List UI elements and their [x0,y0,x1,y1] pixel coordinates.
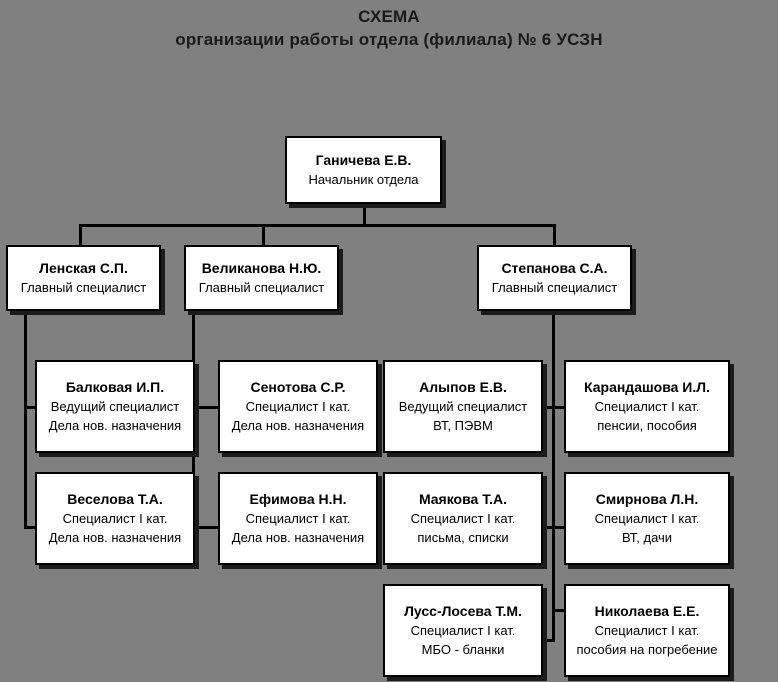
node-alypov[interactable]: Алыпов Е.В. Ведущий специалист ВТ, ПЭВМ [383,360,543,453]
node-velikanova[interactable]: Великанова Н.Ю. Главный специалист [184,245,339,311]
node-name: Великанова Н.Ю. [201,260,322,276]
connector-stub-mayakova [542,526,555,529]
node-lenskaya[interactable]: Ленская С.П. Главный специалист [6,245,161,311]
node-role: Специалист I кат. [62,511,168,526]
connector-stub-luss-loseva [542,639,555,642]
node-name: Смирнова Л.Н. [595,491,699,507]
connector-stub-veselova [24,526,36,529]
chart-title: СХЕМА организации работы отдела (филиала… [0,6,778,52]
node-role: Специалист I кат. [410,511,516,526]
node-veselova[interactable]: Веселова Т.А. Специалист I кат. Дела нов… [35,472,195,565]
connector-drop-velikanova [262,224,265,246]
node-name: Карандашова И.Л. [584,379,710,395]
node-role: Ведущий специалист [50,399,180,414]
node-role: Начальник отдела [308,172,419,187]
node-role: Специалист I кат. [410,623,516,638]
connector-stub-efimova [192,526,219,529]
connector-spine-lenskaya [24,312,27,529]
node-senotova[interactable]: Сенотова С.Р. Специалист I кат. Дела нов… [218,360,378,453]
node-role: Специалист I кат. [245,399,351,414]
node-role: Главный специалист [491,280,618,295]
title-line-1: СХЕМА [358,7,420,26]
node-duty: Дела нов. назначения [48,530,182,545]
node-name: Степанова С.А. [501,260,608,276]
node-duty: письма, списки [417,530,509,545]
connector-stub-smirnova [552,526,565,529]
node-duty: МБО - бланки [421,642,505,657]
node-role: Специалист I кат. [594,511,700,526]
node-name: Ленская С.П. [39,260,128,276]
node-balkovaya[interactable]: Балковая И.П. Ведущий специалист Дела но… [35,360,195,453]
connector-stub-nikolaeva [552,609,565,612]
connector-stub-karandashova [552,406,565,409]
node-role: Главный специалист [198,280,325,295]
node-name: Алыпов Е.В. [419,379,507,395]
title-line-2: организации работы отдела (филиала) № 6 … [175,30,603,49]
connector-drop-stepanova [553,224,556,246]
node-duty: ВТ, ПЭВМ [433,418,493,433]
connector-stub-alypov [542,406,555,409]
node-role: Специалист I кат. [594,399,700,414]
connector-stub-senotova [192,406,219,409]
node-luss-loseva[interactable]: Лусс-Лосева Т.М. Специалист I кат. МБО -… [383,584,543,677]
node-duty: пособия на погребение [576,642,718,657]
node-duty: ВТ, дачи [621,530,673,545]
node-role: Ведущий специалист [398,399,528,414]
node-name: Маякова Т.А. [418,491,508,507]
node-name: Веселова Т.А. [67,491,163,507]
connector-spine-stepanova [552,312,555,642]
connector-head-stem [363,205,366,227]
node-name: Ефимова Н.Н. [249,491,347,507]
node-role: Специалист I кат. [594,623,700,638]
node-nikolaeva[interactable]: Николаева Е.Е. Специалист I кат. пособия… [564,584,730,677]
node-role: Главный специалист [20,280,147,295]
node-efimova[interactable]: Ефимова Н.Н. Специалист I кат. Дела нов.… [218,472,378,565]
node-head[interactable]: Ганичева Е.В. Начальник отдела [285,136,442,204]
node-name: Балковая И.П. [65,379,165,395]
connector-drop-lenskaya [79,224,82,246]
node-karandashova[interactable]: Карандашова И.Л. Специалист I кат. пенси… [564,360,730,453]
node-duty: Дела нов. назначения [48,418,182,433]
node-name: Николаева Е.Е. [594,603,700,619]
node-stepanova[interactable]: Степанова С.А. Главный специалист [477,245,632,311]
node-mayakova[interactable]: Маякова Т.А. Специалист I кат. письма, с… [383,472,543,565]
node-duty: Дела нов. назначения [231,418,365,433]
connector-level1-bus [79,224,556,227]
node-duty: пенсии, пособия [597,418,697,433]
node-role: Специалист I кат. [245,511,351,526]
node-smirnova[interactable]: Смирнова Л.Н. Специалист I кат. ВТ, дачи [564,472,730,565]
node-name: Лусс-Лосева Т.М. [404,603,522,619]
node-name: Ганичева Е.В. [315,152,412,168]
node-duty: Дела нов. назначения [231,530,365,545]
connector-stub-balkovaya [24,406,36,409]
node-name: Сенотова С.Р. [250,379,346,395]
